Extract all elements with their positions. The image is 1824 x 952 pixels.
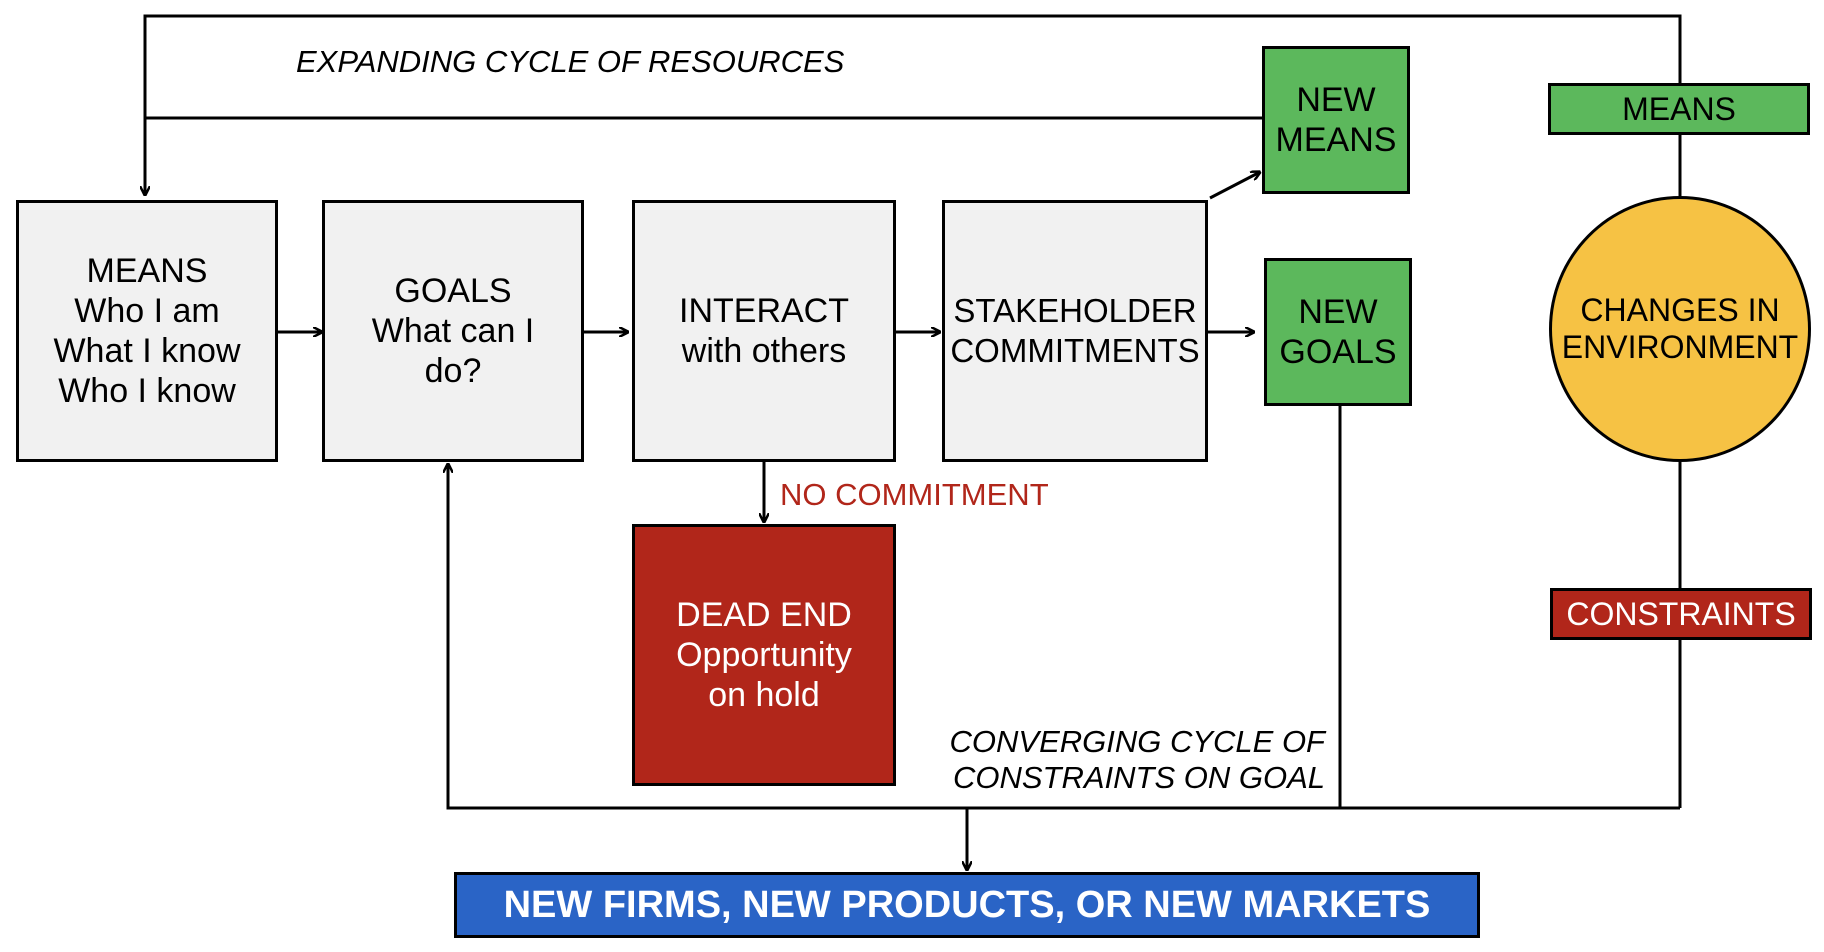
- outcome-bar: NEW FIRMS, NEW PRODUCTS, OR NEW MARKETS: [454, 872, 1480, 938]
- dead-end-line-3: on hold: [708, 676, 820, 714]
- outer-loop-line: [145, 14, 1682, 195]
- means-box: MEANS Who I am What I know Who I know: [16, 200, 278, 462]
- converging-cycle-label: CONVERGING CYCLE OF CONSTRAINTS ON GOAL: [945, 724, 1326, 796]
- new-means-line-1: NEW: [1296, 81, 1376, 119]
- environment-line-2: ENVIRONMENT: [1561, 329, 1799, 365]
- dead-end-line-2: Opportunity: [676, 636, 852, 674]
- goals-box: GOALS What can I do?: [322, 200, 584, 462]
- converging-loop-line: [448, 464, 1680, 810]
- goals-box-line-3: do?: [424, 352, 482, 390]
- means-box-line-1: MEANS: [86, 252, 208, 290]
- interact-box-line-2: with others: [681, 332, 847, 370]
- expanding-cycle-label: EXPANDING CYCLE OF RESOURCES: [296, 44, 845, 79]
- stakeholder-box: STAKEHOLDER COMMITMENTS: [942, 200, 1208, 462]
- stakeholder-box-line-1: STAKEHOLDER: [953, 292, 1197, 329]
- means-tag: MEANS: [1548, 83, 1810, 135]
- dead-end-box: DEAD END Opportunity on hold: [632, 524, 896, 786]
- changes-in-environment-circle: CHANGES IN ENVIRONMENT: [1549, 196, 1811, 462]
- new-goals-box: NEW GOALS: [1264, 258, 1412, 406]
- interact-box-line-1: INTERACT: [679, 292, 849, 330]
- interact-box: INTERACT with others: [632, 200, 896, 462]
- new-means-line-2: MEANS: [1275, 121, 1397, 159]
- converging-line-1: CONVERGING CYCLE OF: [949, 724, 1326, 759]
- environment-line-1: CHANGES IN: [1580, 292, 1780, 328]
- goals-box-line-2: What can I: [371, 312, 535, 350]
- new-goals-line-1: NEW: [1298, 293, 1378, 331]
- means-box-line-2: Who I am: [74, 292, 220, 330]
- goals-box-line-1: GOALS: [394, 272, 512, 310]
- stakeholder-box-line-2: COMMITMENTS: [950, 332, 1200, 369]
- constraints-tag: CONSTRAINTS: [1550, 588, 1812, 640]
- new-goals-line-2: GOALS: [1279, 333, 1397, 371]
- dead-end-line-1: DEAD END: [676, 596, 852, 634]
- arrow-stakeholder-to-new-means: [1209, 172, 1260, 200]
- means-box-line-4: Who I know: [58, 372, 236, 410]
- converging-line-2: CONSTRAINTS ON GOAL: [952, 760, 1325, 795]
- no-commitment-label: NO COMMITMENT: [780, 477, 1049, 512]
- means-box-line-3: What I know: [53, 332, 241, 370]
- new-means-box: NEW MEANS: [1262, 46, 1410, 194]
